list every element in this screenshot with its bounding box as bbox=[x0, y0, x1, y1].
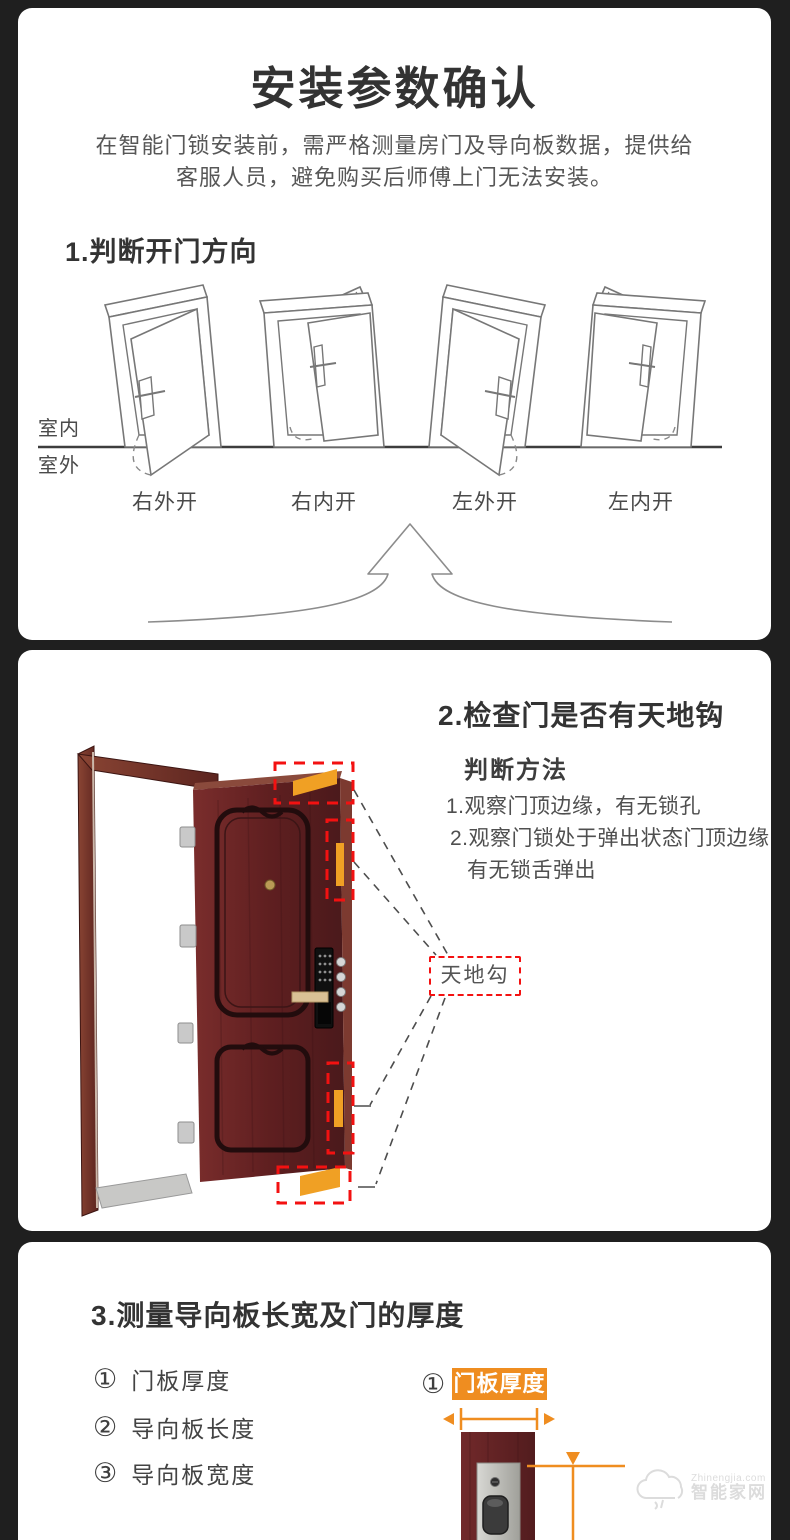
section2-subheading: 判断方法 bbox=[464, 757, 568, 784]
door-type-label-left-outward: 左外开 bbox=[452, 491, 518, 514]
orange-hook-highlight-bottom bbox=[300, 1167, 340, 1196]
door-type-label-left-inward: 左内开 bbox=[608, 491, 674, 514]
callout-connector-ticks bbox=[354, 1105, 375, 1188]
watermark-domain: Zhinengjia.com bbox=[691, 1473, 766, 1485]
door-type-label-right-outward: 右外开 bbox=[132, 491, 198, 514]
measure-item-plate-width: ③ 导向板宽度 bbox=[93, 1456, 256, 1490]
orange-hook-highlight-upper-edge bbox=[336, 843, 344, 886]
red-dashed-box-top bbox=[273, 761, 355, 805]
down-arrowhead bbox=[566, 1452, 580, 1465]
indoor-label: 室内 bbox=[38, 418, 80, 440]
callout-connector-lines bbox=[353, 789, 449, 1185]
card-measurements: 3.测量导向板长宽及门的厚度 ① 门板厚度 ② 导向板长度 ③ 导向板宽度 ① … bbox=[18, 1242, 771, 1540]
hook-marker-boxes bbox=[273, 761, 355, 1205]
item-number-1: ① bbox=[93, 1363, 118, 1394]
thickness-measure-diagram bbox=[443, 1408, 625, 1540]
red-dashed-box-bottom bbox=[276, 1165, 352, 1205]
lock-bolts bbox=[336, 957, 346, 1012]
item-number-2: ② bbox=[93, 1411, 118, 1442]
card-install-params: 安装参数确认 在智能门锁安装前，需严格测量房门及导向板数据，提供给 客服人员，避… bbox=[18, 8, 771, 640]
diagram-number: ① bbox=[421, 1369, 446, 1399]
section1-heading: 1.判断开门方向 bbox=[65, 237, 258, 267]
latch-bolt-highlight bbox=[487, 1499, 503, 1507]
card-check-hooks: 2.检查门是否有天地钩 判断方法 1.观察门顶边缘，有无锁孔 2.观察门锁处于弹… bbox=[18, 650, 771, 1231]
section3-heading: 3.测量导向板长宽及门的厚度 bbox=[91, 1300, 465, 1331]
upper-molding-ornament bbox=[240, 805, 284, 819]
orange-hook-highlight-top bbox=[293, 769, 337, 796]
door-handle-bar bbox=[291, 991, 329, 1003]
outdoor-label: 室外 bbox=[38, 455, 80, 477]
door-panel bbox=[177, 771, 352, 1182]
lower-molding-ornament bbox=[240, 1042, 284, 1056]
section2-heading: 2.检查门是否有天地钩 bbox=[438, 700, 725, 731]
width-measure-arrow bbox=[459, 1408, 539, 1430]
item-label-1: 门板厚度 bbox=[131, 1368, 232, 1394]
door-direction-diagram bbox=[38, 284, 722, 476]
measure-item-plate-length: ② 导向板长度 bbox=[93, 1410, 256, 1444]
item-label-2: 导向板长度 bbox=[131, 1416, 257, 1442]
item-label-3: 导向板宽度 bbox=[131, 1462, 257, 1488]
diagram-tag-door-thickness: 门板厚度 bbox=[452, 1368, 547, 1400]
cloud-watermark-icon bbox=[636, 1469, 684, 1510]
width-measure-arrowheads bbox=[443, 1413, 555, 1425]
intro-desc-line2: 客服人员，避免购买后师傅上门无法安装。 bbox=[175, 165, 613, 190]
watermark: Zhinengjia.com 智能家网 bbox=[633, 1464, 767, 1512]
door-emblem bbox=[264, 879, 276, 891]
item-number-3: ③ bbox=[93, 1457, 118, 1488]
upward-arrow-swoosh-icon bbox=[147, 523, 673, 623]
smart-lock-keypad bbox=[314, 947, 334, 1029]
length-measure-line bbox=[527, 1452, 625, 1540]
door-type-label-right-inward: 右内开 bbox=[291, 491, 357, 514]
security-door-photo bbox=[76, 745, 449, 1217]
intro-desc-line1: 在智能门锁安装前，需严格测量房门及导向板数据，提供给 bbox=[95, 133, 694, 158]
hook-callout-label: 天地勾 bbox=[429, 956, 521, 996]
method-line-2-cont: 有无锁舌弹出 bbox=[467, 859, 596, 882]
page-title: 安装参数确认 bbox=[250, 63, 539, 114]
door-edge-photo bbox=[461, 1432, 535, 1540]
method-line-1: 1.观察门顶边缘，有无锁孔 bbox=[446, 795, 702, 818]
hinges bbox=[177, 826, 197, 1144]
measure-item-door-thickness: ① 门板厚度 bbox=[93, 1362, 231, 1396]
wood-grain bbox=[217, 791, 315, 1176]
door-threshold bbox=[95, 1173, 193, 1209]
method-line-2: 2.观察门锁处于弹出状态门顶边缘 bbox=[450, 827, 770, 850]
watermark-name: 智能家网 bbox=[691, 1483, 767, 1503]
orange-hook-highlight-lower-edge bbox=[334, 1090, 343, 1127]
red-dashed-box-upper-edge bbox=[325, 818, 355, 902]
hook-highlights bbox=[293, 769, 344, 1196]
